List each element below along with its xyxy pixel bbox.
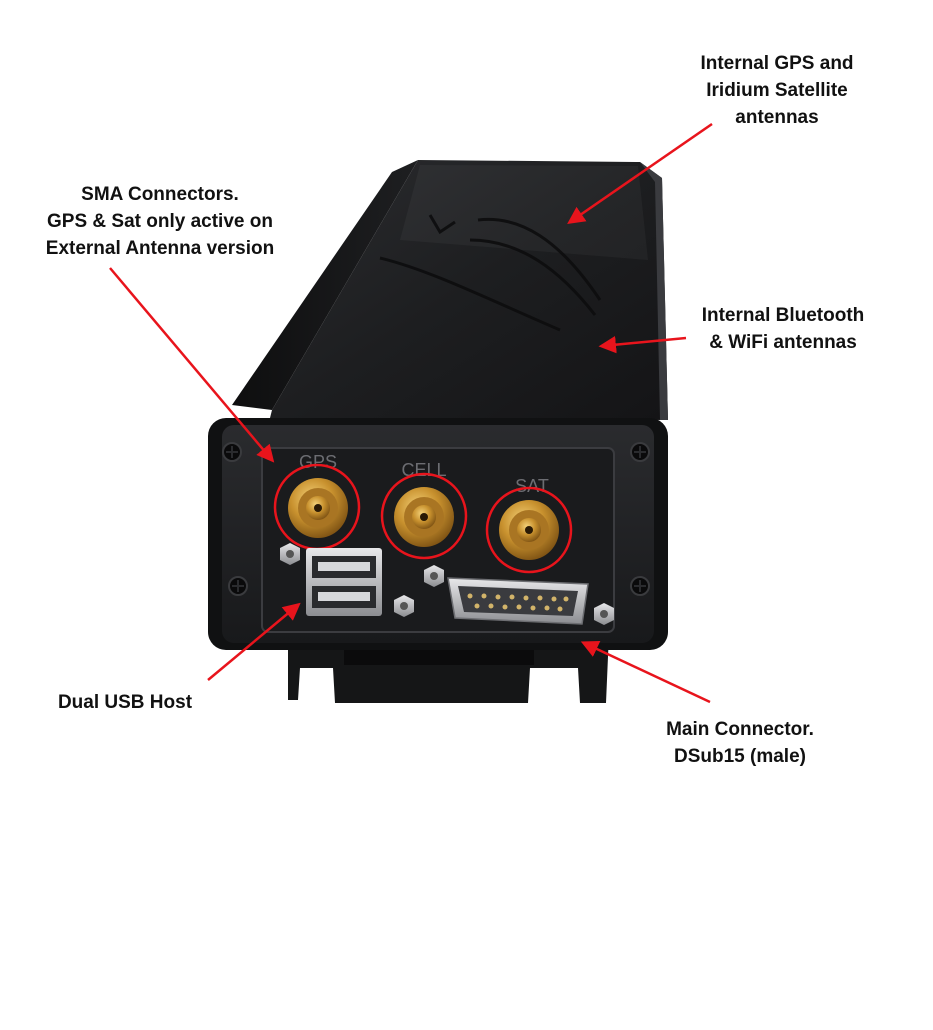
sma-connector-cell xyxy=(394,487,454,547)
label-line: GPS & Sat only active on xyxy=(47,211,273,232)
label-main-connector: Main Connector. DSub15 (male) xyxy=(610,716,870,770)
dsub15-connector xyxy=(447,577,589,625)
label-line: DSub15 (male) xyxy=(674,746,806,767)
port-label-sat: SAT xyxy=(515,476,549,496)
label-line: External Antenna version xyxy=(45,238,275,259)
hex-standoffs xyxy=(280,543,614,625)
label-line: antennas xyxy=(735,107,819,128)
dual-usb-ports xyxy=(306,548,382,616)
label-line: Internal GPS and xyxy=(700,53,854,74)
label-line: Dual USB Host xyxy=(57,692,193,713)
arrow-sma xyxy=(109,267,275,463)
port-label-gps: GPS xyxy=(299,452,337,472)
label-line: Main Connector. xyxy=(666,719,814,740)
label-line: Internal Bluetooth xyxy=(701,305,865,326)
label-sma-connectors: SMA Connectors. GPS & Sat only active on… xyxy=(10,181,310,262)
sma-connector-gps xyxy=(288,478,348,538)
arrow-usb xyxy=(207,602,301,681)
housing-screws xyxy=(222,442,650,596)
embossed-logo xyxy=(379,214,602,332)
arrow-bt-wifi xyxy=(598,335,687,354)
arrow-main-connector xyxy=(580,641,711,704)
label-line: & WiFi antennas xyxy=(709,332,857,353)
label-dual-usb-host: Dual USB Host xyxy=(20,689,230,716)
label-line: SMA Connectors. xyxy=(81,184,239,205)
label-internal-bluetooth-wifi: Internal Bluetooth & WiFi antennas xyxy=(668,302,898,356)
annotation-arrows xyxy=(109,122,713,704)
label-line: Iridium Satellite xyxy=(706,80,848,101)
label-internal-gps-iridium: Internal GPS and Iridium Satellite anten… xyxy=(662,50,892,131)
sma-connector-sat xyxy=(499,500,559,560)
arrow-gps-iridium xyxy=(567,122,713,224)
